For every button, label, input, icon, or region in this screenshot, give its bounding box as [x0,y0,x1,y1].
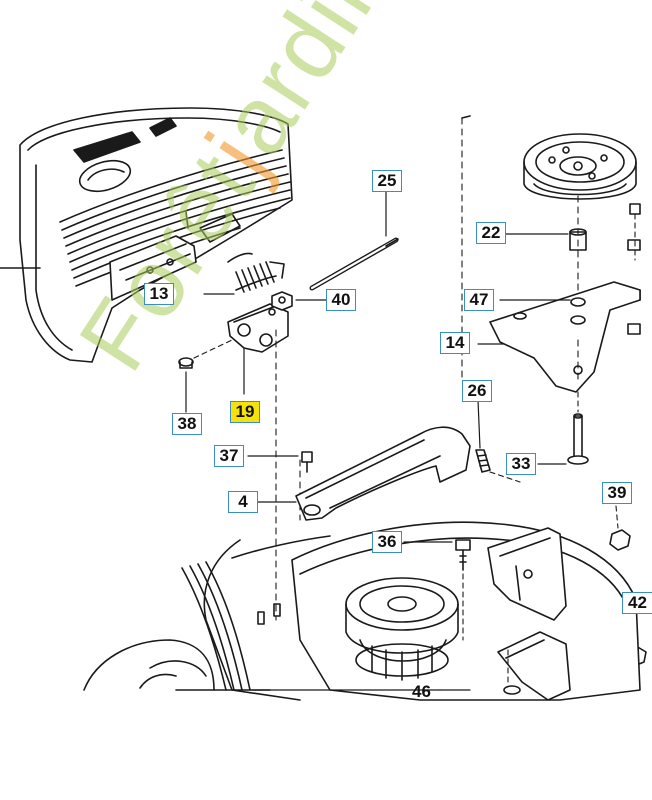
bolt-37-drawing [247,451,313,473]
callout-33[interactable]: 33 [506,453,536,475]
callout-13[interactable]: 13 [144,283,174,305]
callout-47[interactable]: 47 [464,289,494,311]
pin-33-drawing [537,391,589,465]
callout-37[interactable]: 37 [214,445,244,467]
engine-shroud-drawing [83,561,271,691]
callout-36[interactable]: 36 [372,531,402,553]
callout-14[interactable]: 14 [440,332,470,354]
callout-19[interactable]: 19 [230,401,260,423]
callout-25[interactable]: 25 [372,170,402,192]
engine-cover-drawing [0,107,293,363]
callout-39[interactable]: 39 [602,482,632,504]
nut-40-drawing [271,291,331,311]
belt-guard-4-drawing [257,426,471,521]
bracket-19-drawing [227,303,289,395]
screw-38-drawing [178,339,233,413]
callout-40[interactable]: 40 [326,289,356,311]
rod-25-drawing [309,189,399,291]
callout-46[interactable]: 46 [412,682,431,701]
nut-39-drawing [609,505,631,551]
mower-deck-drawing [203,521,641,701]
plate-14-drawing [477,281,641,393]
spring-13-drawing [203,252,285,295]
callout-38[interactable]: 38 [172,413,202,435]
callout-42[interactable]: 42 [622,592,652,614]
callout-22[interactable]: 22 [476,222,506,244]
callout-26[interactable]: 26 [462,380,492,402]
pulley-22-drawing [461,115,641,381]
callout-4[interactable]: 4 [228,491,258,513]
stud-26-drawing [475,399,521,483]
